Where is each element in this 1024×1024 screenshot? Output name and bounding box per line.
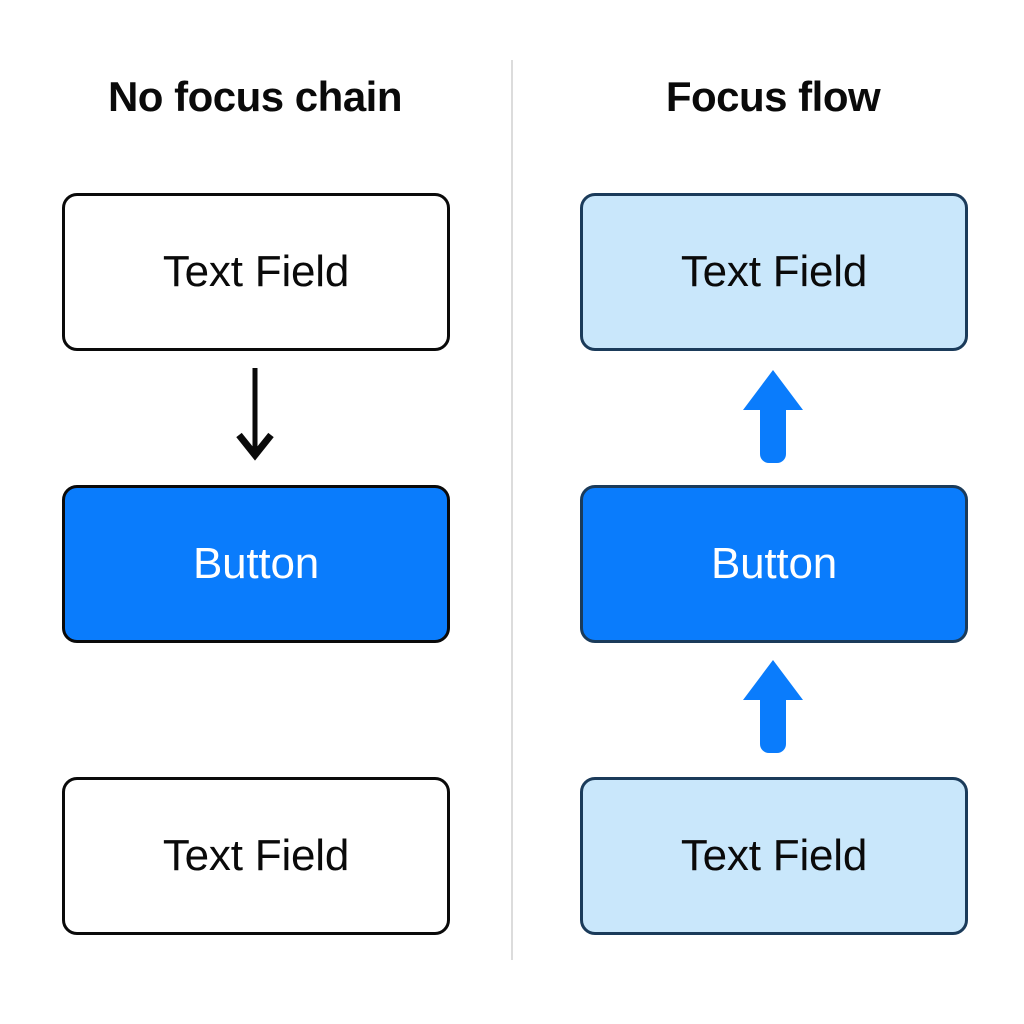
right-text-field-top-label: Text Field (680, 247, 868, 296)
right-button[interactable]: Button (580, 485, 968, 643)
left-button-label: Button (192, 539, 319, 588)
right-text-field-bottom[interactable]: Text Field (580, 777, 968, 935)
right-column-title: Focus flow (665, 73, 881, 120)
column-divider (511, 60, 513, 960)
left-text-field-top-label: Text Field (162, 247, 350, 296)
right-text-field-top[interactable]: Text Field (580, 193, 968, 351)
left-text-field-bottom[interactable]: Text Field (62, 777, 450, 935)
left-column-title: No focus chain (107, 73, 403, 120)
right-button-label: Button (710, 539, 837, 588)
left-text-field-bottom-label: Text Field (162, 831, 350, 880)
arrow-up-icon (743, 370, 803, 463)
arrow-up-icon (743, 660, 803, 753)
right-text-field-bottom-label: Text Field (680, 831, 868, 880)
left-button[interactable]: Button (62, 485, 450, 643)
arrow-down-icon (236, 368, 274, 461)
left-text-field-top[interactable]: Text Field (62, 193, 450, 351)
